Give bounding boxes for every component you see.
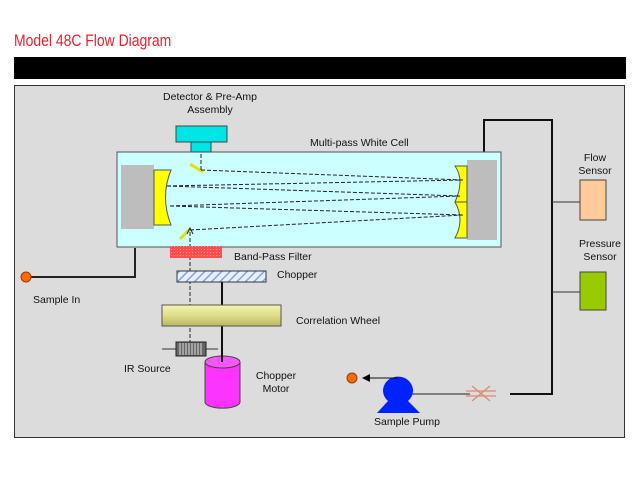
detector-label: Detector & Pre-Amp Assembly — [150, 91, 270, 117]
white-cell-label: Multi-pass White Cell — [310, 137, 409, 149]
sample-in-line — [26, 248, 136, 278]
ir-source-coil — [179, 343, 202, 355]
flow-sensor-label-line2: Sensor — [578, 165, 612, 177]
cell-outlet-line — [483, 119, 553, 395]
diagram-panel — [14, 85, 625, 438]
sample-in-port — [20, 271, 32, 283]
pressure-sensor-label: Pressure Sensor — [568, 238, 632, 264]
right-mirror-mount — [467, 160, 497, 240]
chopper-motor-label-line2: Motor — [262, 383, 290, 395]
flow-sensor-label-line1: Flow — [583, 152, 607, 164]
exhaust-port — [346, 372, 358, 384]
white-cell — [116, 151, 502, 248]
sample-in-label: Sample In — [33, 294, 81, 306]
left-mirror — [153, 169, 172, 226]
chopper — [176, 270, 267, 283]
correlation-wheel-label: Correlation Wheel — [296, 315, 381, 327]
header-bar — [14, 57, 626, 79]
pressure-sensor-label-line2: Sensor — [583, 251, 617, 263]
left-mirror-mount — [121, 165, 154, 229]
chopper-motor-label: Chopper Motor — [246, 370, 306, 396]
sample-pump — [377, 376, 420, 413]
capillary-restrictor — [466, 385, 496, 402]
chopper-motor-label-line1: Chopper — [255, 370, 297, 382]
detector-assembly — [175, 125, 228, 143]
pressure-sensor-label-line1: Pressure — [578, 238, 621, 250]
detector-label-line2: Assembly — [187, 104, 233, 116]
sample-pump-label: Sample Pump — [374, 416, 440, 428]
correlation-wheel — [161, 304, 282, 327]
right-mirror-lower — [454, 201, 468, 239]
flow-sensor — [579, 179, 607, 221]
pressure-sensor — [579, 271, 607, 311]
ir-source-label: IR Source — [124, 363, 171, 375]
upper-fold-mirror — [189, 162, 204, 174]
chopper-motor — [204, 362, 241, 409]
chopper-label: Chopper — [277, 269, 318, 281]
page-title: Model 48C Flow Diagram — [14, 31, 172, 50]
detector-neck — [190, 141, 212, 153]
flow-sensor-label: Flow Sensor — [570, 152, 620, 178]
detector-label-line1: Detector & Pre-Amp — [163, 91, 257, 103]
beam-arrow-up-bottom — [186, 226, 194, 235]
band-pass-filter — [170, 246, 222, 258]
band-pass-label: Band-Pass Filter — [234, 251, 312, 263]
